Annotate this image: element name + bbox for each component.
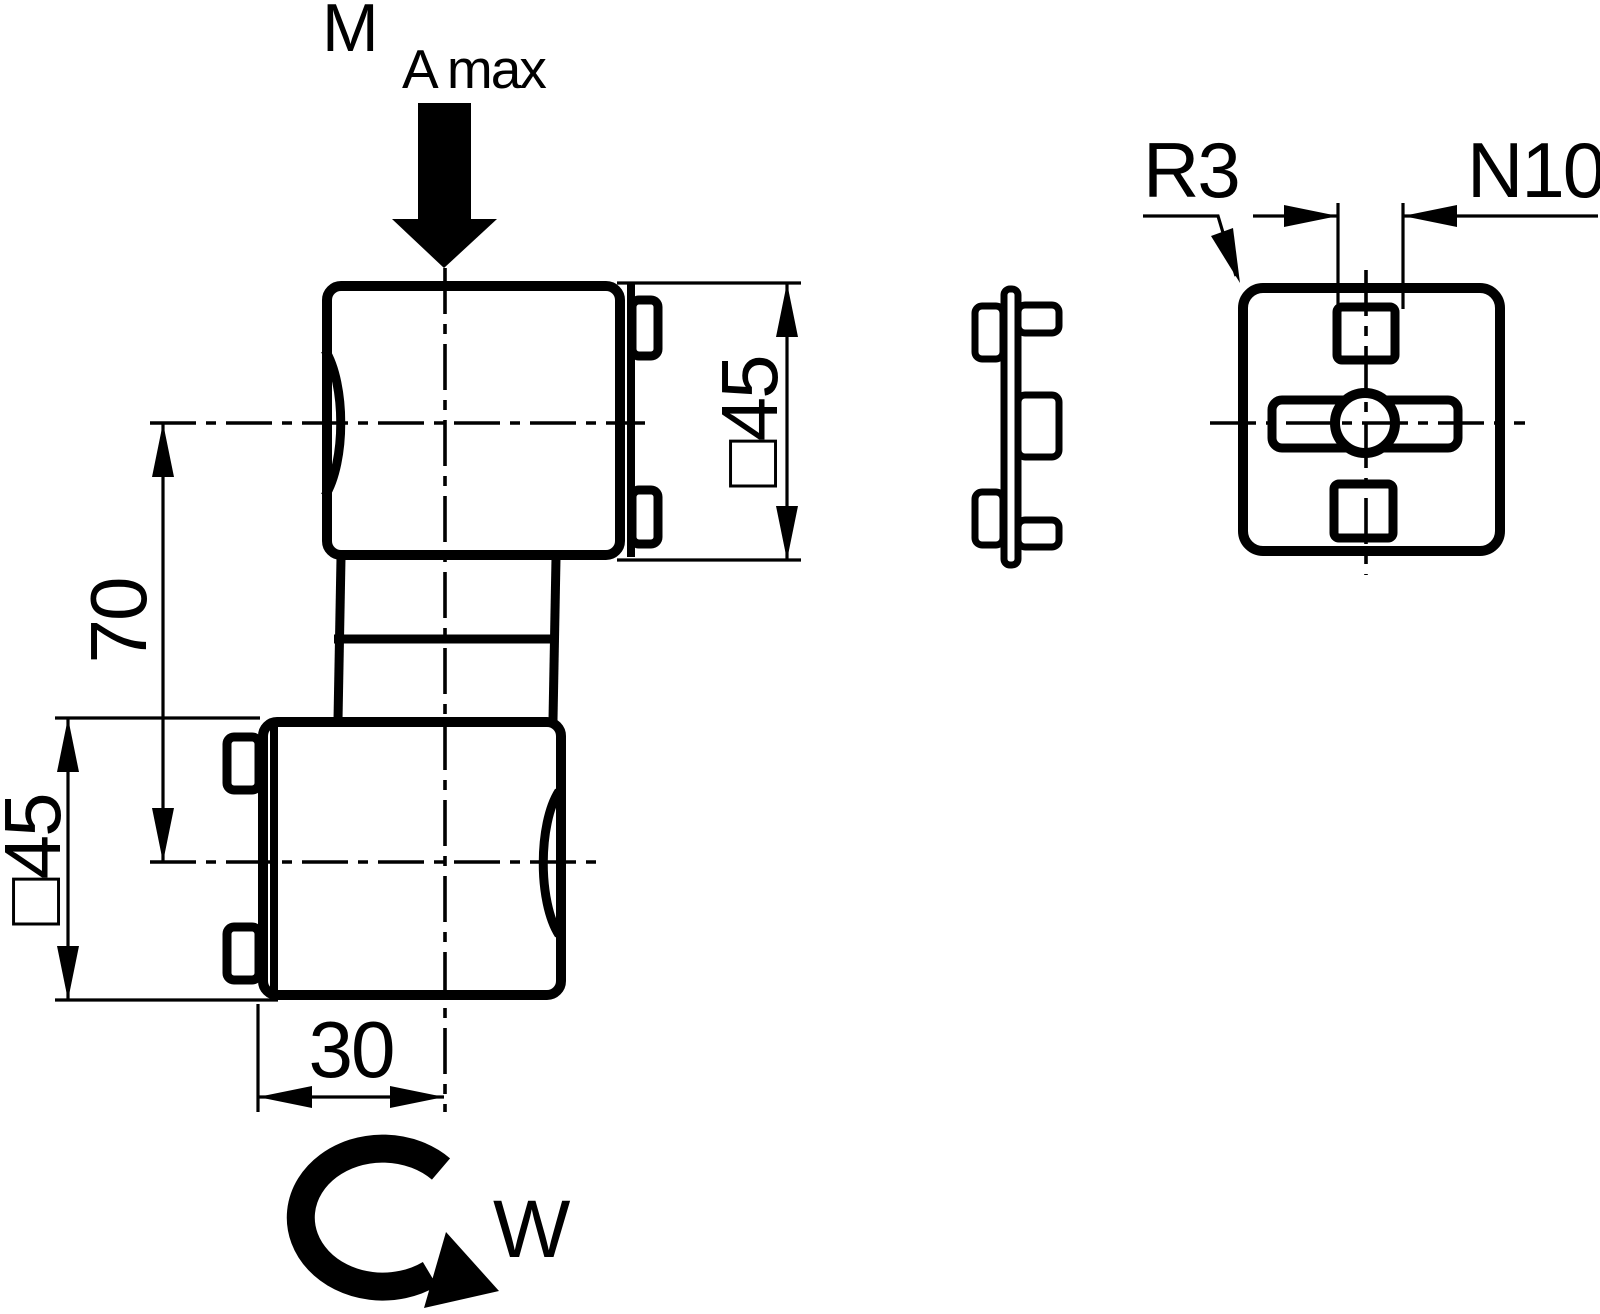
profile-tab-right-bottom <box>1014 516 1063 551</box>
side-profile-view <box>971 285 1063 569</box>
torque-label-main: M <box>322 0 377 66</box>
leader-arrowhead-icon <box>1211 228 1240 283</box>
radius-label: R3 <box>1143 126 1239 214</box>
dimension-text: 70 <box>74 579 163 664</box>
torque-arrow-head <box>392 219 497 268</box>
profile-tab-right-middle <box>1014 391 1063 461</box>
lower-block-tab-top <box>222 732 264 795</box>
dimension-lower-square-45: □45 <box>0 716 278 1002</box>
lower-block-tab-bottom <box>222 922 264 985</box>
face-view <box>1238 283 1505 556</box>
profile-plate-bar <box>1000 285 1022 569</box>
dimension-height-70: 70 <box>74 423 174 862</box>
arrowhead-up-icon <box>152 423 174 477</box>
torque-arrow-icon <box>392 103 497 268</box>
groove-label: N10 <box>1467 126 1600 214</box>
rotation-annotation: W <box>286 1134 573 1308</box>
profile-tab-left-top <box>971 302 1007 363</box>
dimension-upper-square-45: □45 <box>617 281 801 562</box>
lower-block-body <box>258 717 566 1000</box>
dimension-offset-30: 30 <box>256 1004 444 1112</box>
arrowhead-down-icon <box>776 506 798 560</box>
flange-bottom-key <box>1329 479 1398 543</box>
front-view <box>222 281 663 1000</box>
arrowhead-right-icon <box>390 1086 444 1108</box>
arrowhead-left-icon <box>1403 205 1457 227</box>
profile-tab-left-bottom <box>971 488 1007 549</box>
upper-block-body <box>322 281 625 560</box>
rotation-arrow-arc <box>286 1134 451 1301</box>
torque-annotation: M A max <box>322 0 548 268</box>
arrowhead-down-icon <box>57 946 79 1000</box>
arrowhead-left-icon <box>258 1086 312 1108</box>
torque-arrow-shaft <box>418 103 471 220</box>
profile-tab-right-top <box>1014 301 1063 337</box>
rotation-label: W <box>493 1184 571 1275</box>
arrowhead-down-icon <box>152 808 174 862</box>
dimension-text: □45 <box>0 794 77 925</box>
upper-block-tab-bottom <box>627 485 663 549</box>
rotation-arrow-head <box>424 1232 499 1308</box>
dimension-text: 30 <box>309 1005 394 1094</box>
rotation-arrow-icon <box>286 1134 499 1308</box>
label-radius-r3: R3 <box>1143 126 1241 283</box>
arrowhead-right-icon <box>1284 205 1338 227</box>
torque-label-sub: A max <box>402 38 546 100</box>
arrowhead-up-icon <box>776 283 798 337</box>
dimension-text: □45 <box>705 356 794 487</box>
dimension-groove-n10: N10 <box>1253 126 1600 309</box>
upper-block-tab-top <box>627 295 663 361</box>
centerlines <box>150 268 1525 1112</box>
arrowhead-up-icon <box>57 718 79 772</box>
